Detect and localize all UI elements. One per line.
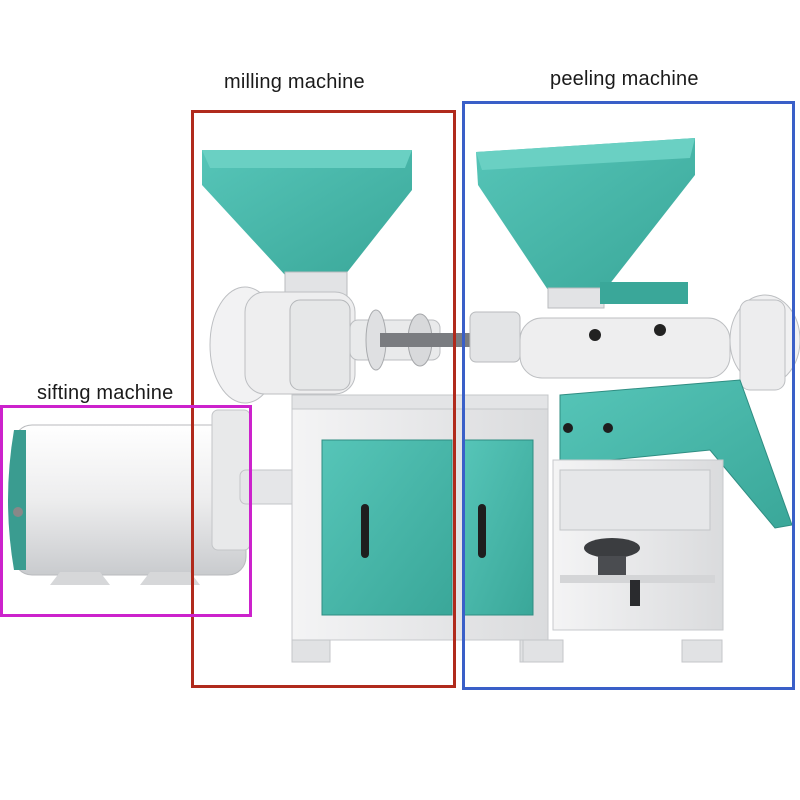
milling-machine-illustration [202, 150, 559, 663]
sifting-machine-box [0, 405, 252, 617]
peeling-machine-box [462, 101, 795, 690]
sifting-machine-illustration [8, 409, 301, 585]
sifting-machine-label: sifting machine [37, 382, 174, 404]
peeling-machine-label: peeling machine [550, 68, 699, 90]
milling-machine-label: milling machine [224, 71, 365, 93]
milling-machine-box [191, 110, 456, 688]
peeling-machine-illustration [469, 138, 800, 663]
